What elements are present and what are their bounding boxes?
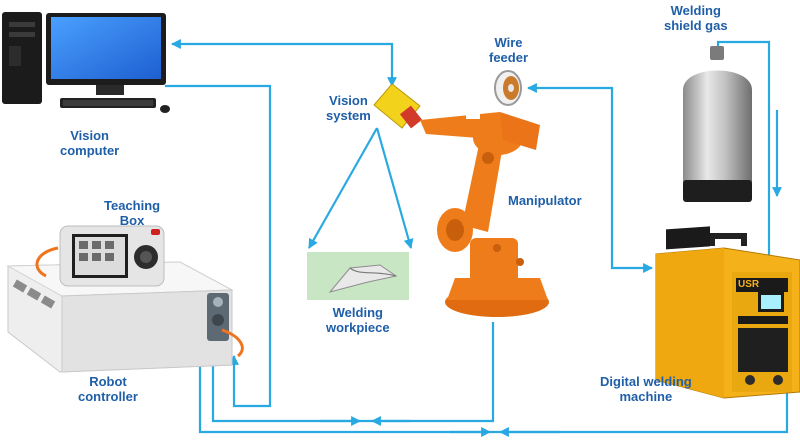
connector-computer-camera <box>171 39 397 87</box>
wire-spool-icon <box>494 70 522 106</box>
manipulator-label-text: Manipulator <box>508 193 582 208</box>
welding-machine-icon <box>655 226 800 399</box>
welding-shield-gas-label-line1: Welding <box>670 3 721 18</box>
gas-cylinder-icon <box>683 46 752 202</box>
manipulator-label: Manipulator <box>508 193 582 208</box>
welding-workpiece-label-line1: Welding <box>332 305 383 320</box>
digital-welding-machine-label: Digital welding machine <box>600 374 692 404</box>
desktop-computer-icon <box>2 12 170 113</box>
connector-computer-controller <box>165 84 272 408</box>
teaching-box-label-line1: Teaching <box>104 198 161 213</box>
connection-lines <box>165 39 789 437</box>
connector-controller-bus-outer <box>198 355 789 434</box>
welding-shield-gas-label: Welding shield gas <box>664 3 728 33</box>
vision-system-label-line1: Vision <box>329 93 368 108</box>
robot-controller-label: Robot controller <box>78 374 138 404</box>
vision-computer-label-line1: Vision <box>70 128 109 143</box>
connector-camera-workpiece-left <box>308 127 378 249</box>
vision-system-label: Vision system <box>326 93 371 123</box>
welding-workpiece-label-line2: workpiece <box>326 320 390 335</box>
industrial-robot-icon <box>420 112 549 317</box>
welding-shield-gas-label-line2: shield gas <box>664 18 728 33</box>
teaching-box-label: Teaching Box <box>104 198 160 228</box>
vision-computer-label-line2: computer <box>60 143 120 158</box>
vision-computer-label: Vision computer <box>60 128 119 158</box>
welding-workpiece-image <box>307 252 409 300</box>
welder-brand-text: USR <box>738 279 760 290</box>
wire-feeder-label-line2: feeder <box>489 50 529 65</box>
digital-welding-machine-label-line1: Digital welding <box>600 374 692 389</box>
robot-controller-label-line2: controller <box>78 389 138 404</box>
wire-feeder-label-line1: Wire <box>494 35 523 50</box>
vision-camera-icon <box>373 83 423 129</box>
teach-pendant-icon <box>35 225 165 287</box>
connector-camera-workpiece-right <box>375 127 414 249</box>
robot-controller-label-line1: Robot <box>89 374 127 389</box>
vision-system-label-line2: system <box>326 108 371 123</box>
wire-feeder-label: Wire feeder <box>489 35 528 65</box>
welding-workpiece-label: Welding workpiece <box>326 305 390 335</box>
teaching-box-label-line2: Box <box>119 213 145 228</box>
digital-welding-machine-label-line2: machine <box>619 389 673 404</box>
connector-feeder-welder <box>527 83 653 273</box>
